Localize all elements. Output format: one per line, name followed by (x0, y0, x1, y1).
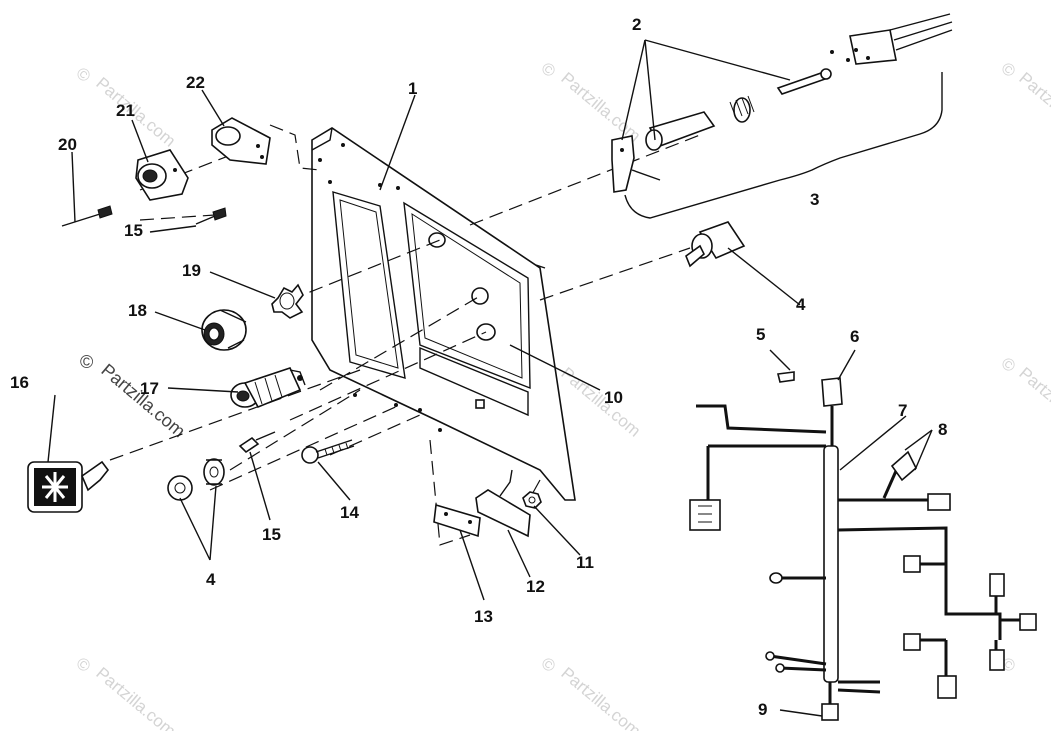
solenoid-assembly (611, 13, 953, 219)
callout-21: 21 (116, 101, 135, 120)
watermark-text: Partzilla.com (557, 664, 644, 731)
watermark-copyright: © (537, 654, 559, 677)
nut-11 (522, 491, 542, 509)
ignition-switch-17 (230, 367, 306, 409)
callout-7: 7 (898, 401, 907, 420)
callout-13: 13 (474, 607, 493, 626)
callout-15-lower: 15 (262, 525, 281, 544)
watermark-text-main: Partzilla.com (97, 360, 189, 442)
dash-panel (311, 127, 576, 501)
callout-11: 11 (576, 553, 594, 572)
bolt-14 (301, 439, 355, 464)
plate-13 (433, 503, 481, 538)
callout-8: 8 (938, 420, 947, 439)
callout-19: 19 (182, 261, 201, 280)
watermark-copyright: © (997, 59, 1019, 82)
wiring-harness (689, 371, 1037, 721)
watermark-text: Partzilla.com (557, 69, 644, 146)
watermark-copyright: © (72, 64, 94, 87)
callout-5: 5 (756, 325, 765, 344)
lockwasher-19 (271, 283, 304, 319)
callout-2: 2 (632, 15, 641, 34)
toggle-switch-4 (685, 221, 746, 268)
callout-4-lower: 4 (206, 570, 216, 589)
screw-15-upper (195, 207, 227, 225)
callout-1: 1 (408, 79, 417, 98)
clamp-12 (475, 469, 531, 538)
callout-10: 10 (604, 388, 623, 407)
callout-18: 18 (128, 301, 147, 320)
watermark-text: Partzilla.com (92, 74, 179, 151)
callout-20: 20 (58, 135, 77, 154)
callout-3: 3 (810, 190, 819, 209)
screw-20 (61, 205, 113, 227)
watermark-copyright-main: © (80, 352, 93, 372)
watermark-copyright: © (537, 59, 559, 82)
washer-nut-4 (167, 458, 225, 501)
callout-12: 12 (526, 577, 545, 596)
watermark-text: Partzilla.com (1015, 364, 1051, 441)
watermark-copyright: © (997, 354, 1019, 377)
watermark-text: Partzilla.com (1015, 69, 1051, 146)
leader-lines (47, 39, 933, 717)
callout-22: 22 (186, 73, 205, 92)
callout-6: 6 (850, 327, 859, 346)
nut-18 (201, 309, 247, 351)
bezel-21 (135, 149, 189, 201)
watermark-copyright: © (72, 654, 94, 677)
callout-labels: 1 2 3 4 5 6 7 8 9 10 11 12 13 14 15 16 1… (10, 15, 947, 719)
callout-17: 17 (140, 379, 159, 398)
watermark-text: Partzilla.com (92, 664, 179, 731)
callout-16: 16 (10, 373, 29, 392)
callout-4: 4 (796, 295, 806, 314)
screw-15-lower (238, 431, 276, 454)
callout-14: 14 (340, 503, 359, 522)
key-16 (27, 460, 110, 513)
callout-9: 9 (758, 700, 767, 719)
bracket-22 (211, 117, 271, 165)
callout-15-upper: 15 (124, 221, 143, 240)
